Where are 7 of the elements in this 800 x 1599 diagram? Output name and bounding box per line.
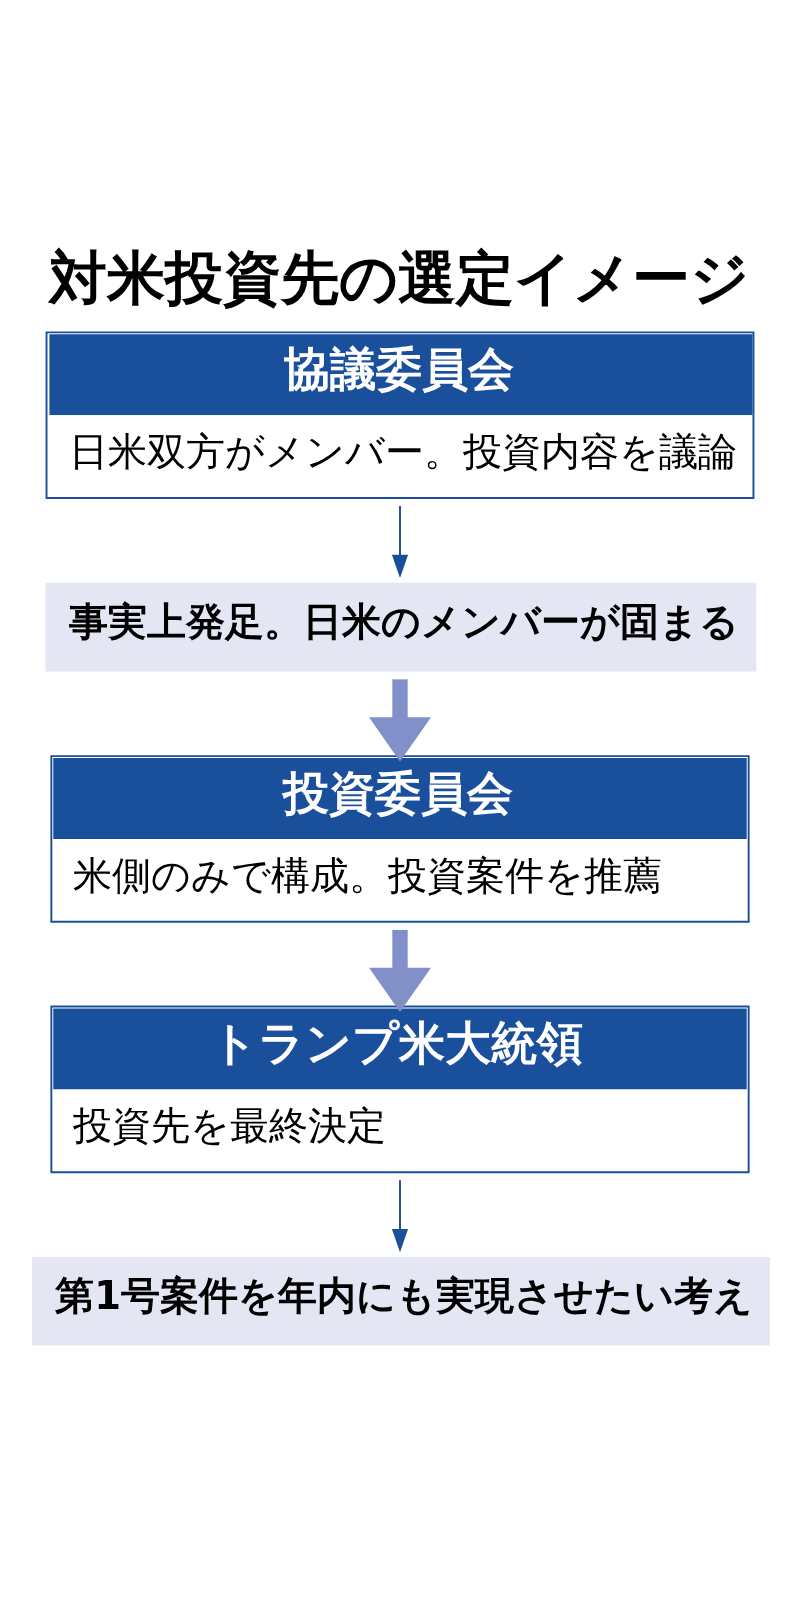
arrow	[391, 505, 409, 578]
arrow	[369, 679, 431, 762]
arrow	[391, 1179, 409, 1253]
diagram-title: 対米投資先の選定イメージ	[49, 243, 750, 312]
node-box: 第1号案件を年内にも実現させたい考え	[32, 1257, 770, 1346]
arrow	[369, 929, 431, 1013]
node-box: 事実上発足。日米のメンバーが固まる	[45, 582, 757, 672]
